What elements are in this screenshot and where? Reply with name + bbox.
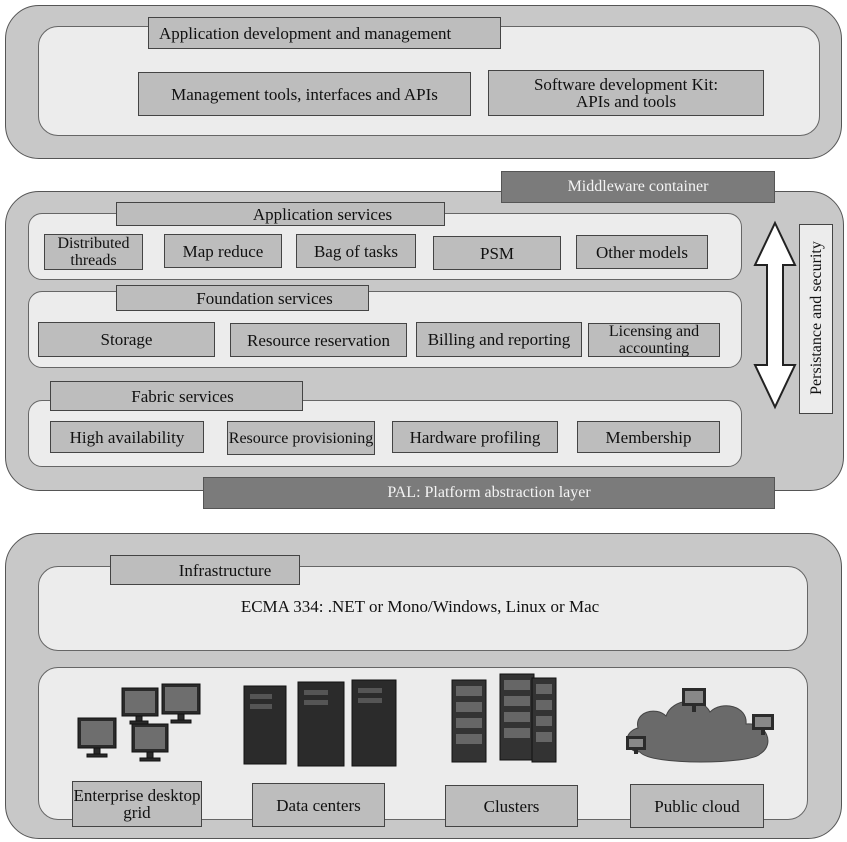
other-models-box: Other models — [576, 235, 708, 269]
licensing-accounting-box: Licensing and accounting — [588, 323, 720, 357]
management-tools-box: Management tools, interfaces and APIs — [138, 72, 471, 116]
cloud-icon — [626, 688, 774, 763]
membership-box: Membership — [577, 421, 720, 453]
application-dev-header: Application development and management — [148, 17, 501, 49]
sdk-box: Software development Kit: APIs and tools — [488, 70, 764, 116]
foundation-services-header: Foundation services — [116, 285, 369, 311]
billing-reporting-box: Billing and reporting — [416, 322, 582, 357]
clusters-label: Clusters — [445, 785, 578, 827]
double-arrow-icon — [753, 220, 797, 410]
resource-reservation-box: Resource reservation — [230, 323, 407, 357]
psm-box: PSM — [433, 236, 561, 270]
data-centers-label: Data centers — [252, 783, 385, 827]
ecma-text: ECMA 334: .NET or Mono/Windows, Linux or… — [240, 597, 600, 616]
hardware-profiling-box: Hardware profiling — [392, 421, 558, 453]
desktop-grid-icon — [77, 683, 201, 762]
sdk-line-2: APIs and tools — [575, 92, 677, 111]
middleware-container-label: Middleware container — [501, 171, 775, 203]
map-reduce-box: Map reduce — [164, 234, 282, 268]
distributed-threads-box: Distributed threads — [44, 234, 143, 270]
fabric-services-header: Fabric services — [50, 381, 303, 411]
persistance-security-label: Persistance and security — [808, 241, 825, 395]
server-rack-icon — [451, 673, 557, 763]
public-cloud-label: Public cloud — [630, 784, 764, 828]
application-services-header: Application services — [116, 202, 445, 226]
infrastructure-header: Infrastructure — [110, 555, 300, 585]
high-availability-box: High availability — [50, 421, 204, 453]
server-tower-icon — [243, 679, 397, 767]
enterprise-desktop-grid-label: Enterprise desktop grid — [72, 781, 202, 827]
storage-box: Storage — [38, 322, 215, 357]
resource-provisioning-box: Resource provisioning — [227, 421, 375, 455]
persistance-security-box: Persistance and security — [799, 224, 833, 414]
bag-of-tasks-box: Bag of tasks — [296, 234, 416, 268]
pal-layer-label: PAL: Platform abstraction layer — [203, 477, 775, 509]
sdk-line-1: Software development Kit: — [533, 75, 719, 94]
